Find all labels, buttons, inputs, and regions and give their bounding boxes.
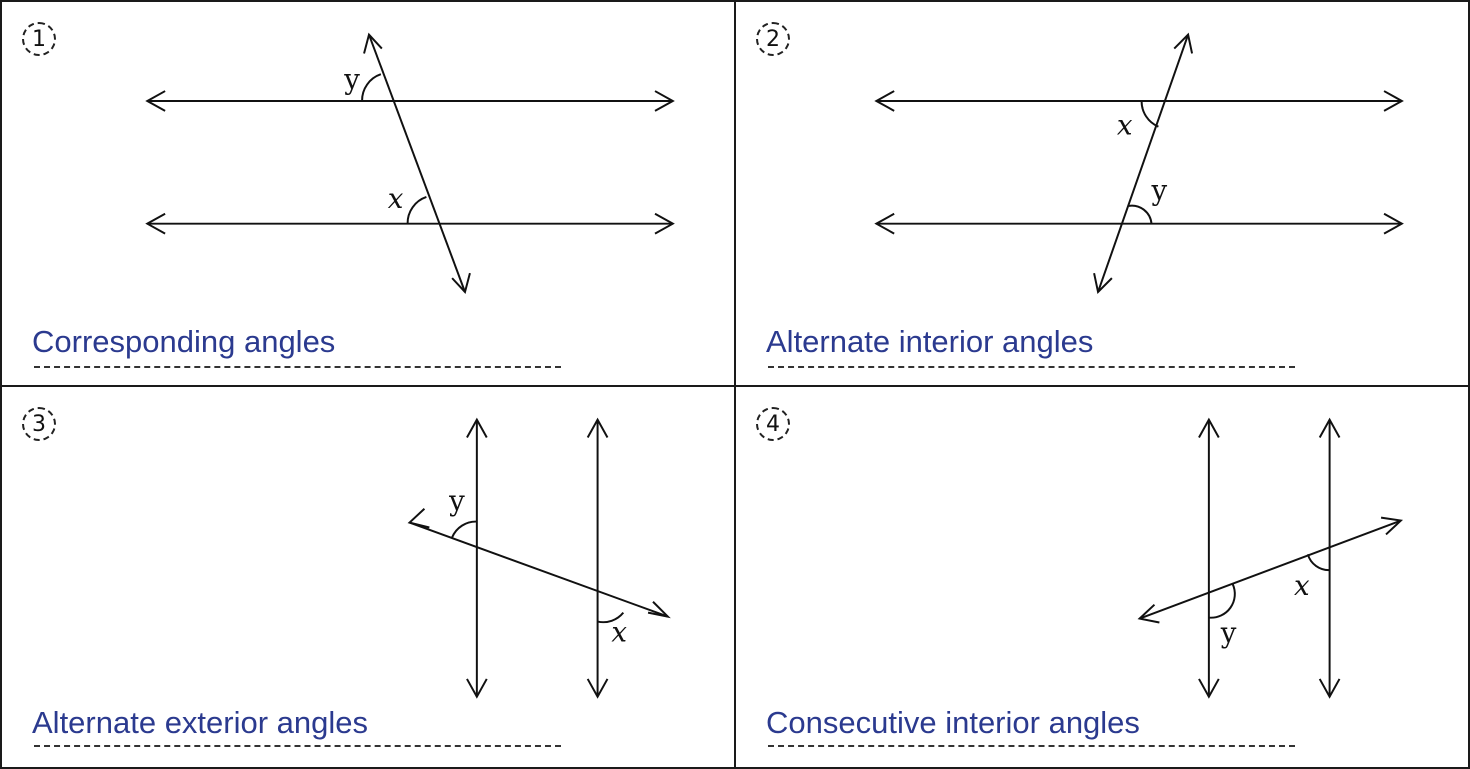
angle-arc-y — [361, 73, 382, 101]
diagram-4: y x — [1137, 417, 1404, 699]
angle-label-x: x — [388, 182, 404, 215]
arrowhead — [647, 601, 671, 619]
transversal — [1097, 34, 1190, 293]
arrowhead — [1198, 678, 1220, 699]
transversal — [368, 34, 466, 293]
arrowhead — [451, 272, 471, 294]
angle-label-y: y — [1220, 616, 1237, 649]
arrowhead — [654, 212, 675, 235]
angle-arc-x — [1306, 553, 1330, 572]
arrowhead — [586, 678, 609, 699]
arrowhead — [1093, 272, 1113, 294]
arrowhead — [1137, 603, 1160, 624]
problem-number-badge: 4 — [756, 407, 790, 441]
angle-label-x: x — [1117, 109, 1133, 142]
diagram-1: y x — [145, 32, 675, 294]
arrowhead — [145, 212, 166, 235]
arrowhead — [1173, 32, 1194, 54]
arrowhead — [1318, 678, 1341, 699]
arrowhead — [466, 417, 488, 438]
angle-arc-x — [406, 196, 427, 224]
arrowhead — [874, 212, 895, 235]
arrowhead — [145, 90, 166, 112]
angle-label-y: y — [1150, 174, 1167, 207]
arrowhead — [586, 417, 609, 438]
angle-label-x: x — [1294, 569, 1310, 602]
answer-line — [34, 745, 561, 747]
arrowhead — [407, 507, 430, 529]
problem-number-badge: 1 — [22, 22, 56, 56]
arrowhead — [466, 678, 488, 699]
angle-arc-y — [451, 520, 477, 538]
transversal — [409, 521, 669, 618]
arrowhead — [1383, 90, 1404, 112]
angle-arc-y — [1128, 204, 1153, 224]
angle-label-y: y — [343, 63, 360, 96]
answer-line — [34, 366, 561, 368]
answer-text: Corresponding angles — [32, 324, 336, 359]
arrowhead — [363, 32, 383, 54]
problem-number-badge: 3 — [22, 407, 56, 441]
arrowhead — [1198, 417, 1220, 438]
arrowhead — [1318, 417, 1341, 438]
panel-4: y x 4 Consecutive interior angles — [734, 385, 1470, 769]
answer-text: Alternate interior angles — [766, 324, 1094, 359]
angle-arc-y — [1208, 583, 1236, 619]
arrowhead — [1383, 212, 1404, 235]
panel-3: y x 3 Alternate exterior angles — [0, 385, 736, 769]
panel-2: x y 2 Alternate interior angles — [734, 0, 1470, 387]
arrowhead — [1380, 516, 1404, 536]
answer-line — [768, 745, 1295, 747]
panel-1: y x 1 Corresponding angles — [0, 0, 736, 387]
arrowhead — [654, 90, 675, 112]
problem-number-badge: 2 — [756, 22, 790, 56]
diagram-3: y x — [407, 417, 671, 699]
angle-arc-x — [597, 611, 625, 624]
diagram-2: x y — [874, 32, 1404, 294]
angle-label-x: x — [611, 615, 627, 648]
angle-arc-x — [1140, 100, 1159, 128]
answer-text: Consecutive interior angles — [766, 705, 1140, 740]
angle-label-y: y — [448, 485, 465, 518]
arrowhead — [874, 90, 895, 112]
transversal — [1139, 519, 1402, 620]
answer-text: Alternate exterior angles — [32, 705, 369, 740]
answer-line — [768, 366, 1295, 368]
